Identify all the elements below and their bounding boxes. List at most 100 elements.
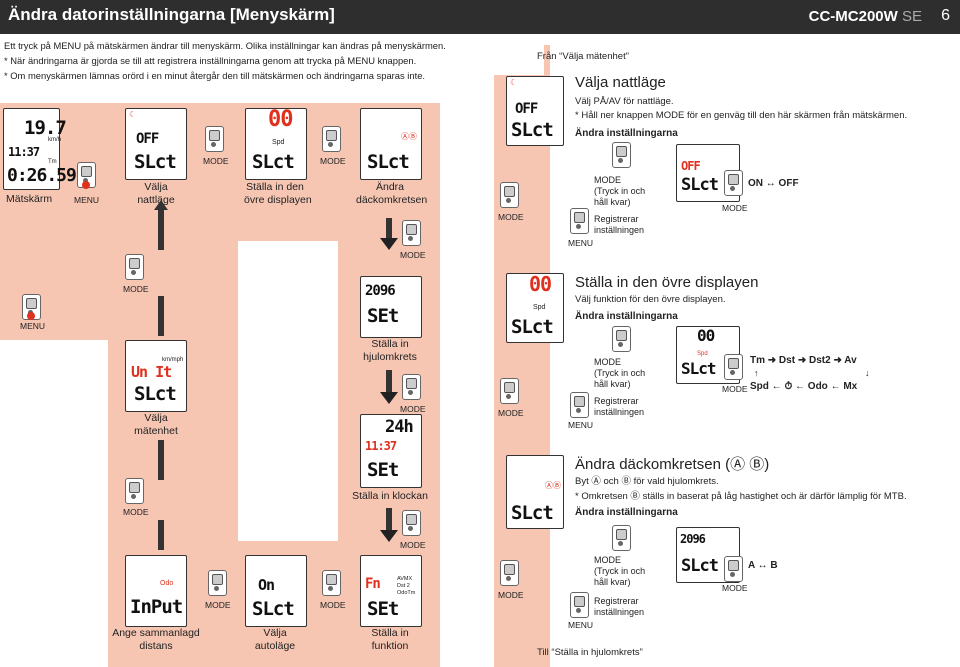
flow-line-col1-mid (158, 296, 164, 336)
flow-line-clock-down (386, 508, 392, 530)
function-caption-1: Ställa in (371, 627, 409, 639)
right-night-slct: SLct (511, 119, 554, 141)
top-mode-press-icon[interactable] (612, 326, 631, 352)
page-header-bar (0, 0, 960, 34)
top-cycle-mode-label: MODE (722, 384, 748, 394)
top-menu-icon[interactable] (570, 392, 589, 418)
tire-menu-label: MENU (568, 620, 594, 630)
tire-toggle-text: A ↔ B (748, 560, 778, 571)
clock-device: 24h 11:37 SEt (360, 414, 422, 488)
measure-screen-device: 19.7 km/h 11:37 Tm 0:26.59 (3, 108, 77, 190)
tire-mode-press-icon[interactable] (612, 525, 631, 551)
odo-device: Odo InPut (125, 555, 187, 627)
tire-preview-2096: 2096 (680, 532, 706, 546)
unit-caption-1: Välja (144, 412, 168, 424)
mode-button-icon-3[interactable] (402, 220, 421, 246)
top-caption-2: övre displayen (244, 194, 312, 206)
night-mode-press-icon[interactable] (612, 142, 631, 168)
mode-label-7: MODE (320, 600, 346, 610)
night-press-text: MODE (Tryck in och håll kvar) (594, 175, 646, 207)
top-spd-text: Spd (272, 139, 285, 146)
unit-unit-text: Un It (131, 363, 172, 381)
tire-line-2: * Omkretsen Ⓑ ställs in baserat på låg h… (575, 491, 907, 502)
tire-press-text: MODE (Tryck in och håll kvar) (594, 555, 646, 587)
model-suffix: SE (901, 8, 922, 25)
night-preview-off: OFF (681, 159, 701, 173)
night-slct-text: SLct (134, 151, 177, 173)
top-cycle-mode-icon[interactable] (724, 354, 743, 380)
function-fn-text: Fn (365, 576, 381, 592)
night-toggle-text: ON ↔ OFF (748, 178, 799, 189)
right-top-00: 00 (529, 272, 552, 296)
mode-label-4: MODE (123, 284, 149, 294)
right-top-spd: Spd (533, 304, 546, 311)
night-section-title: Välja nattläge (575, 74, 666, 91)
right-mode-label-1: MODE (498, 212, 524, 222)
menu-press-indicator (82, 181, 90, 189)
night-line-1: Välj PÅ/AV för nattläge. (575, 96, 674, 107)
tire-caption-2: däckomkretsen (356, 194, 428, 206)
right-mode-icon-3[interactable] (500, 560, 519, 586)
night-corner-icon: ☾ (129, 110, 137, 119)
page-title: Ändra datorinställningarna [Menyskärm] (8, 5, 335, 24)
mode-button-icon-5[interactable] (125, 478, 144, 504)
top-cycle-up-arrow: ↑ (754, 368, 759, 378)
odo-input-text: InPut (130, 596, 183, 618)
mode-label-3: MODE (400, 250, 426, 260)
night-toggle-mode-icon[interactable] (724, 170, 743, 196)
intro-line-2: * När ändringarna är gjorda se till att … (4, 55, 417, 66)
mode-label-5: MODE (123, 507, 149, 517)
night-toggle-mode-label: MODE (722, 203, 748, 213)
to-label: Till “Ställa in hjulomkrets” (537, 647, 643, 658)
menu-button-icon[interactable] (77, 162, 96, 188)
flow-arrow-tire-down (380, 238, 398, 250)
clock-time-text: 11:37 (365, 439, 397, 453)
night-preview-slct: SLct (681, 175, 719, 195)
flow-arrow-col1-up (154, 200, 168, 210)
mode-label-2: MODE (320, 156, 346, 166)
right-flow-top-notch (494, 45, 544, 75)
night-screen-device: ☾ OFF SLct (125, 108, 187, 180)
auto-slct-text: SLct (252, 598, 295, 620)
mode-button-icon-6[interactable] (208, 570, 227, 596)
flow-line-circ-down (386, 370, 392, 392)
measure-kmh: km/h (48, 137, 62, 143)
flow-gap (258, 241, 274, 541)
mode-button-icon-4[interactable] (125, 254, 144, 280)
menu-label-2: MENU (20, 321, 46, 331)
tire-menu-icon[interactable] (570, 592, 589, 618)
mode-button-icon-9[interactable] (402, 510, 421, 536)
tire-toggle-mode-label: MODE (722, 583, 748, 593)
right-night-off: OFF (515, 101, 538, 117)
function-device: Fn AVMX Dst 2 OdoTm SEt (360, 555, 422, 627)
clock-set-text: SEt (367, 459, 399, 481)
unit-kmmph-text: km/mph (162, 357, 184, 363)
function-caption-2: funktion (371, 640, 409, 652)
measure-screen-label: Mätskärm (6, 193, 53, 205)
mode-button-icon-2[interactable] (322, 126, 341, 152)
tire-section-title: Ändra däckomkretsen (Ⓐ Ⓑ) (575, 456, 770, 473)
tire-preview-slct: SLct (681, 556, 719, 576)
night-preview-device: OFF SLct (676, 144, 740, 202)
auto-caption-2: autoläge (254, 640, 296, 652)
unit-slct-text: SLct (134, 383, 177, 405)
top-preview-slct: SLct (681, 359, 717, 378)
flow-line-col1-up (158, 210, 164, 250)
flow-arrow-clock-down (380, 530, 398, 542)
circ-set-text: SEt (367, 305, 399, 327)
unit-caption-2: mätenhet (134, 425, 178, 437)
mode-button-icon-7[interactable] (322, 570, 341, 596)
odo-label-text: Odo (160, 580, 174, 587)
top-preview-00: 00 (697, 326, 715, 345)
right-mode-icon-2[interactable] (500, 378, 519, 404)
flow-arrow-circ-down (380, 392, 398, 404)
mode-button-icon-8[interactable] (402, 374, 421, 400)
tire-toggle-mode-icon[interactable] (724, 556, 743, 582)
page-number: 6 (941, 7, 950, 24)
right-tire-ab-icon: ⒶⒷ (545, 481, 561, 490)
top-section-title: Ställa in den övre displayen (575, 274, 759, 291)
night-menu-icon[interactable] (570, 208, 589, 234)
night-menu-label: MENU (568, 238, 594, 248)
mode-button-icon-1[interactable] (205, 126, 224, 152)
right-mode-icon-1[interactable] (500, 182, 519, 208)
